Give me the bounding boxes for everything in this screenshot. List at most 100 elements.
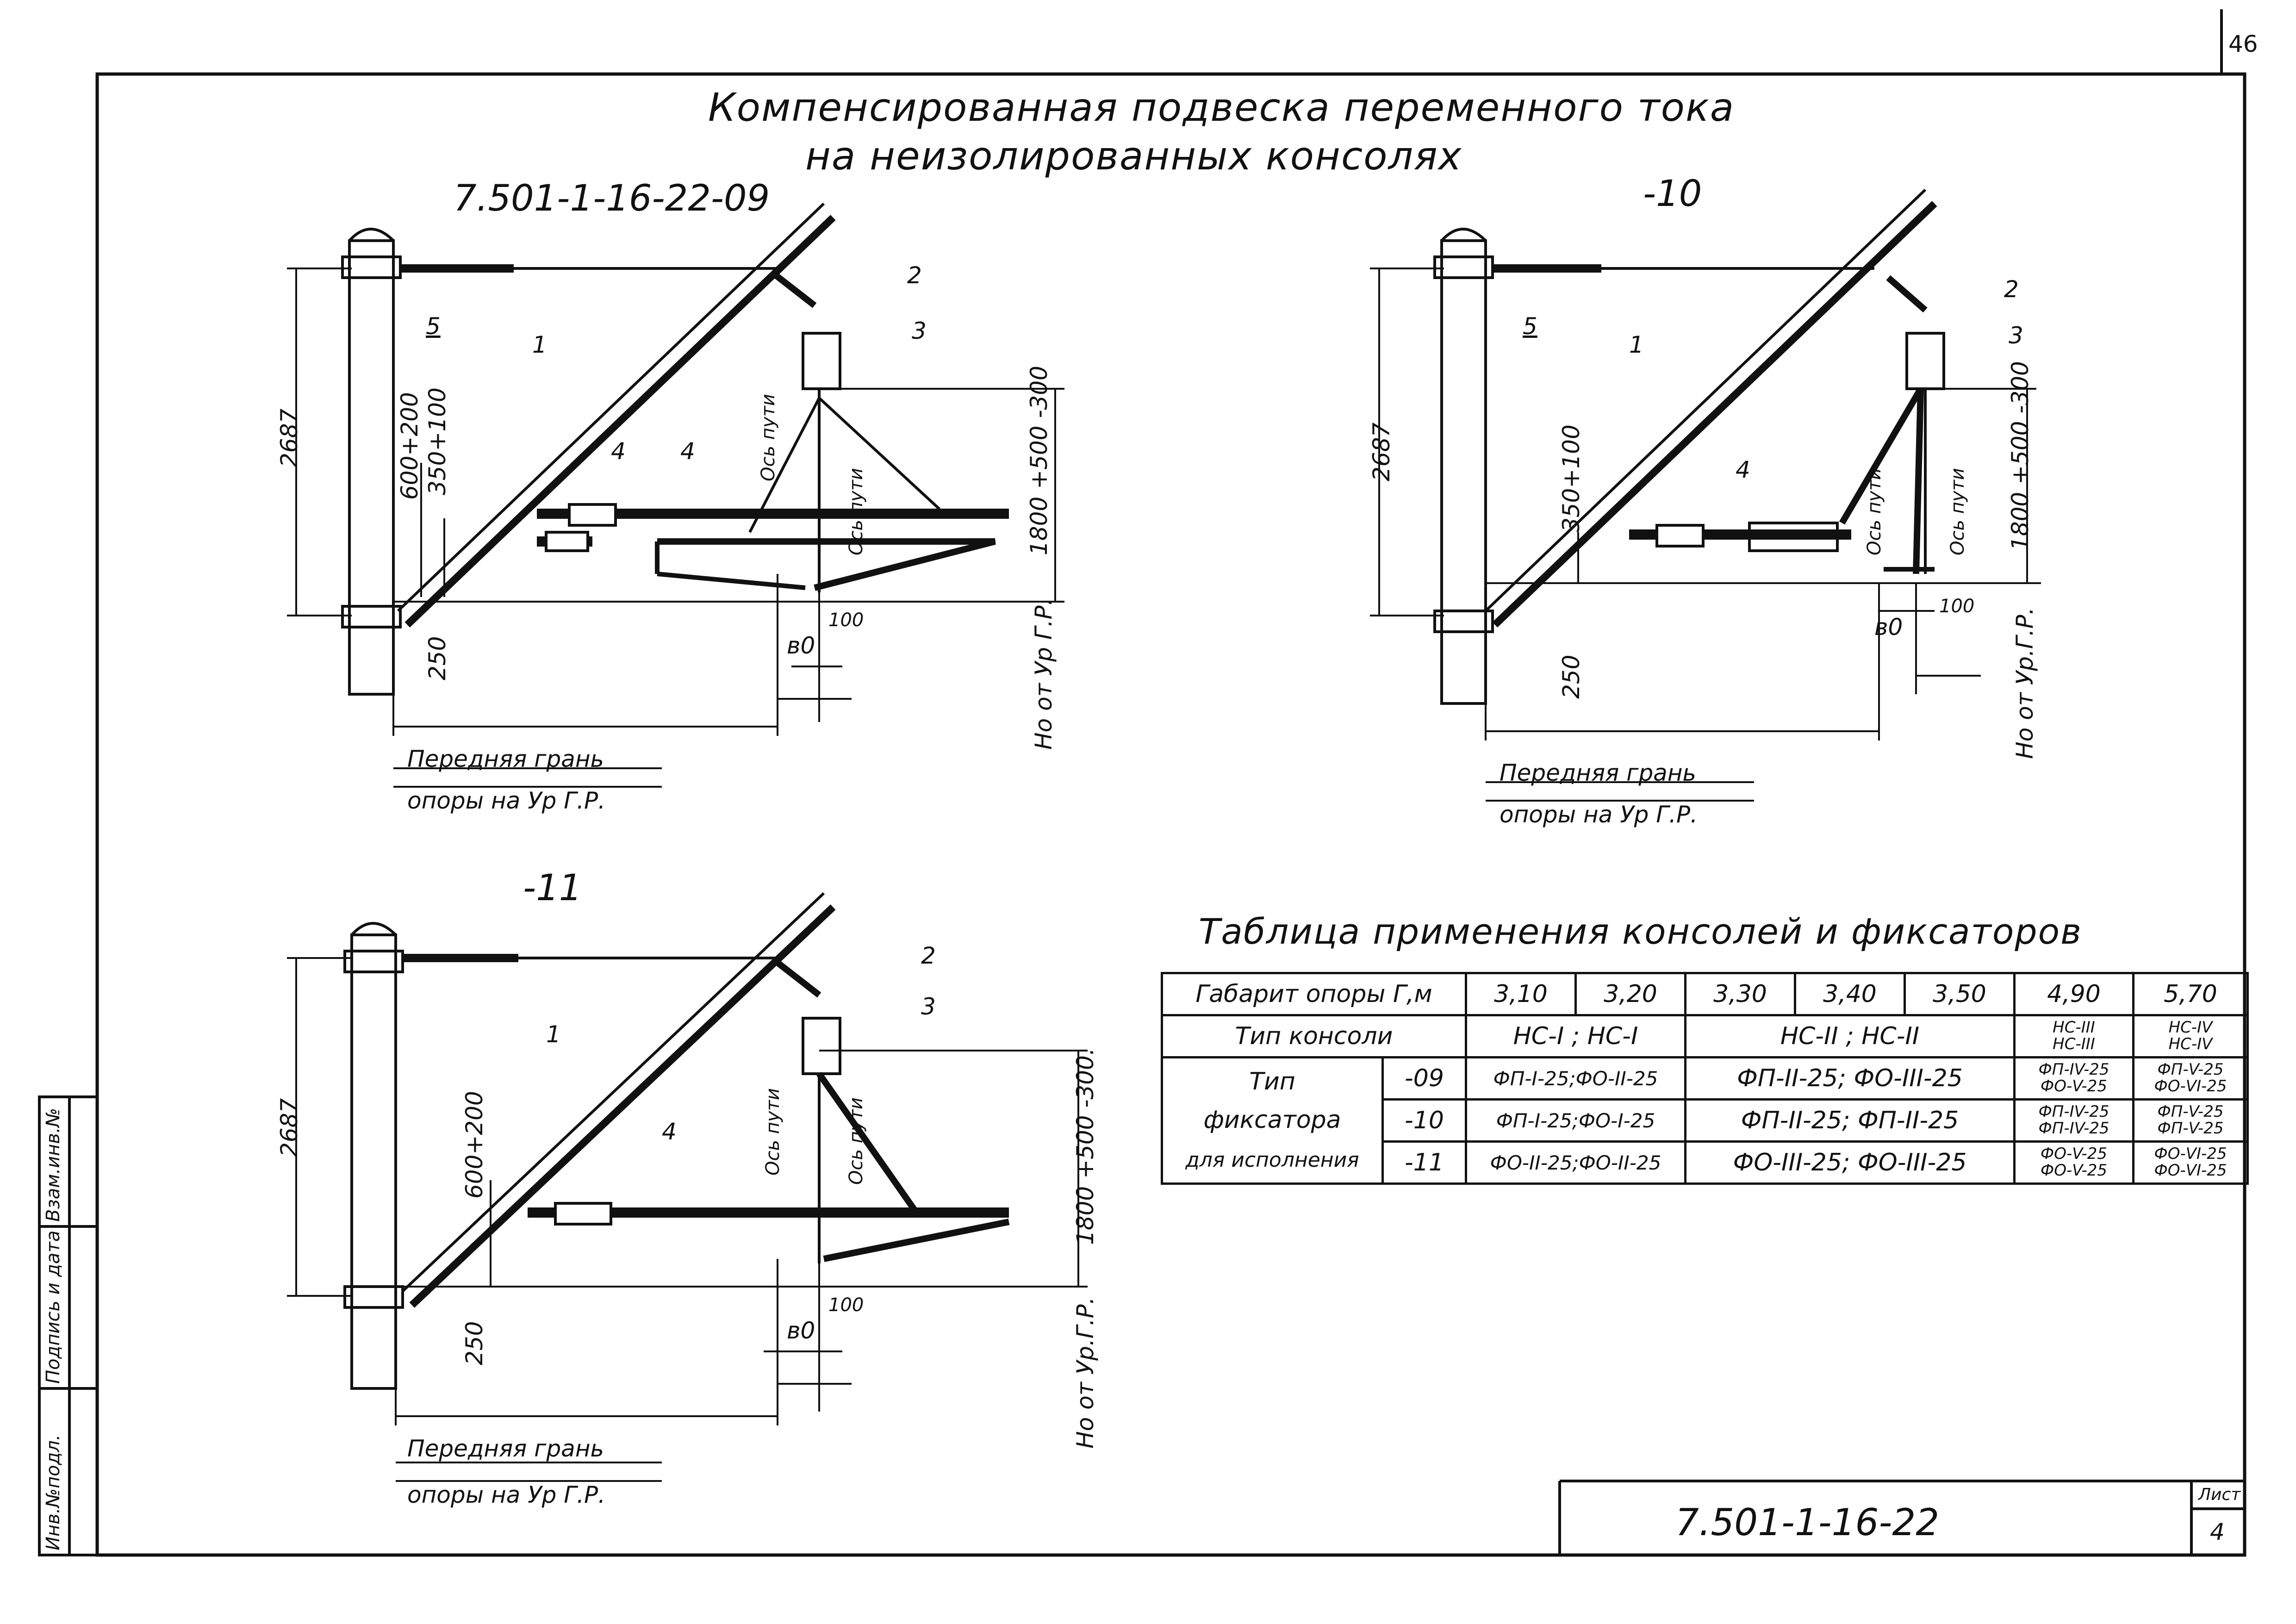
- table-row: Габарит опоры Г,м 3,10 3,20 3,30 3,40 3,…: [1161, 972, 2249, 1016]
- dim-250: 250: [461, 1321, 488, 1365]
- table-cell: НС-I ; НС-I: [1465, 1014, 1686, 1058]
- axis-label-2: Ось пути: [846, 1097, 867, 1185]
- axis-label-1: Ось пути: [1864, 468, 1885, 555]
- callout-4: 4: [1736, 456, 1750, 483]
- callout-5: 5: [426, 313, 441, 340]
- table-cell: -10: [1381, 1098, 1467, 1143]
- dim-250: 250: [424, 636, 451, 680]
- console-rod: [409, 904, 836, 1308]
- dim-350: 350+100: [424, 387, 451, 495]
- dim-height: 2687: [276, 1098, 303, 1157]
- variant-09-code: 7.501-1-16-22-09: [454, 178, 770, 219]
- dim-height: 2687: [1368, 422, 1395, 481]
- dim-350: 350+100: [1558, 424, 1585, 532]
- cell-line: ФО-V-25: [2040, 1077, 2108, 1095]
- sheet-frame: [95, 72, 2246, 1557]
- dim-250: 250: [1558, 654, 1585, 699]
- callout-3: 3: [912, 317, 927, 344]
- title-line-1: Компенсированная подвеска переменного то…: [708, 85, 1735, 130]
- table-cell: ФП-I-25;ФО-I-25: [1465, 1098, 1686, 1143]
- mast-top: [348, 228, 395, 242]
- variant-11-drawing: [287, 892, 1088, 1482]
- cell-line: ФО-VI-25: [2154, 1077, 2227, 1095]
- callout-4: 4: [662, 1118, 677, 1145]
- insulator: [1905, 332, 1945, 390]
- mast-top: [350, 922, 397, 936]
- stamp-replace-no: Взам.инв.№: [43, 1108, 64, 1222]
- cell-line: ФО-VI-25: [2154, 1161, 2227, 1180]
- variant-09-drawing: [287, 202, 1064, 788]
- fix-label-3: для исполнения: [1185, 1148, 1359, 1172]
- base-line-1: Передняя грань: [407, 746, 604, 772]
- callout-1: 1: [1629, 331, 1644, 358]
- table-cell: 3,40: [1794, 972, 1906, 1016]
- table-cell: Тип фиксатора для исполнения: [1161, 1056, 1384, 1185]
- cell-line: ФО-VI-25: [2154, 1145, 2227, 1164]
- mast: [1440, 239, 1487, 705]
- table-cell: 3,20: [1574, 972, 1686, 1016]
- table-cell: ФП-I-25;ФО-II-25: [1465, 1056, 1686, 1101]
- table-cell: -09: [1381, 1056, 1467, 1101]
- cell-line: ФП-IV-25: [2038, 1102, 2109, 1121]
- axis-label-2: Ось пути: [1947, 468, 1968, 555]
- mast-top: [1440, 228, 1487, 242]
- dim-ho: Но от Ур.Г.Р.: [1072, 1297, 1099, 1449]
- dim-height: 2687: [276, 408, 303, 467]
- variant-10-code: -10: [1643, 173, 1702, 215]
- callout-4b: 4: [680, 438, 695, 465]
- callout-1: 1: [532, 331, 547, 358]
- callout-3: 3: [921, 993, 936, 1020]
- callout-2: 2: [2004, 276, 2019, 303]
- table-cell: НС-II ; НС-II: [1684, 1014, 2016, 1058]
- axis-label-1: Ось пути: [758, 394, 779, 481]
- mast: [350, 933, 397, 1390]
- sheet-number: 4: [2210, 1518, 2225, 1545]
- cell-line: ФО-V-25: [2040, 1161, 2108, 1180]
- dim-b0: в0: [787, 632, 815, 659]
- cell-line: НС-IV: [2168, 1018, 2213, 1037]
- table-cell: ФП-II-25; ФО-III-25: [1684, 1056, 2016, 1101]
- axis-label-1: Ось пути: [762, 1088, 784, 1176]
- stamp-signature: Подпись и дата: [43, 1230, 64, 1384]
- table-cell: 3,10: [1465, 972, 1577, 1016]
- table-row: Тип фиксатора для исполнения -09 ФП-I-25…: [1161, 1056, 2249, 1185]
- dim-track: 1800 +500 -300: [1026, 366, 1052, 555]
- dim-100: 100: [828, 1294, 864, 1316]
- callout-3: 3: [2009, 322, 2023, 349]
- dim-b0: в0: [787, 1317, 815, 1344]
- table-row: -10 ФП-I-25;ФО-I-25 ФП-II-25; ФП-II-25 Ф…: [1162, 1098, 2249, 1143]
- dim-track: 1800 +500 -300.: [1072, 1048, 1099, 1245]
- cell-line: ФП-V-25: [2157, 1119, 2224, 1138]
- table-cell: 3,50: [1904, 972, 2016, 1016]
- console-rod: [1492, 201, 1937, 628]
- insulator: [802, 1017, 841, 1075]
- sheet-label: Лист: [2198, 1485, 2241, 1504]
- table-cell: -11: [1381, 1140, 1467, 1185]
- dim-600: 600+200: [461, 1091, 488, 1199]
- table-cell: 3,30: [1684, 972, 1796, 1016]
- cell-line: ФП-IV-25: [2038, 1119, 2109, 1138]
- table-row: Тип консоли НС-I ; НС-I НС-II ; НС-II НС…: [1161, 1014, 2249, 1058]
- dim-ho: Но от Ур.Г.Р.: [2011, 607, 2038, 759]
- dim-600: 600+200: [396, 392, 423, 500]
- table-header-label: Габарит опоры Г,м: [1161, 972, 1467, 1016]
- dim-track: 1800 +500 -300: [2007, 361, 2034, 551]
- table-cell: ФО-III-25; ФО-III-25: [1684, 1140, 2016, 1185]
- dim-ho: Но от Ур Г.Р.: [1030, 598, 1057, 750]
- table-cell: ФП-II-25; ФП-II-25: [1684, 1098, 2016, 1143]
- insulator: [802, 332, 841, 390]
- callout-2: 2: [907, 262, 922, 289]
- fix-label-1: Тип: [1249, 1068, 1295, 1096]
- callout-5: 5: [1523, 313, 1537, 340]
- base-line-1: Передняя грань: [1500, 759, 1696, 786]
- table-row: -11 ФО-II-25;ФО-II-25 ФО-III-25; ФО-III-…: [1162, 1140, 2249, 1185]
- base-line-2: опоры на Ур Г.Р.: [1500, 801, 1698, 828]
- cell-line: НС-IV: [2168, 1035, 2213, 1053]
